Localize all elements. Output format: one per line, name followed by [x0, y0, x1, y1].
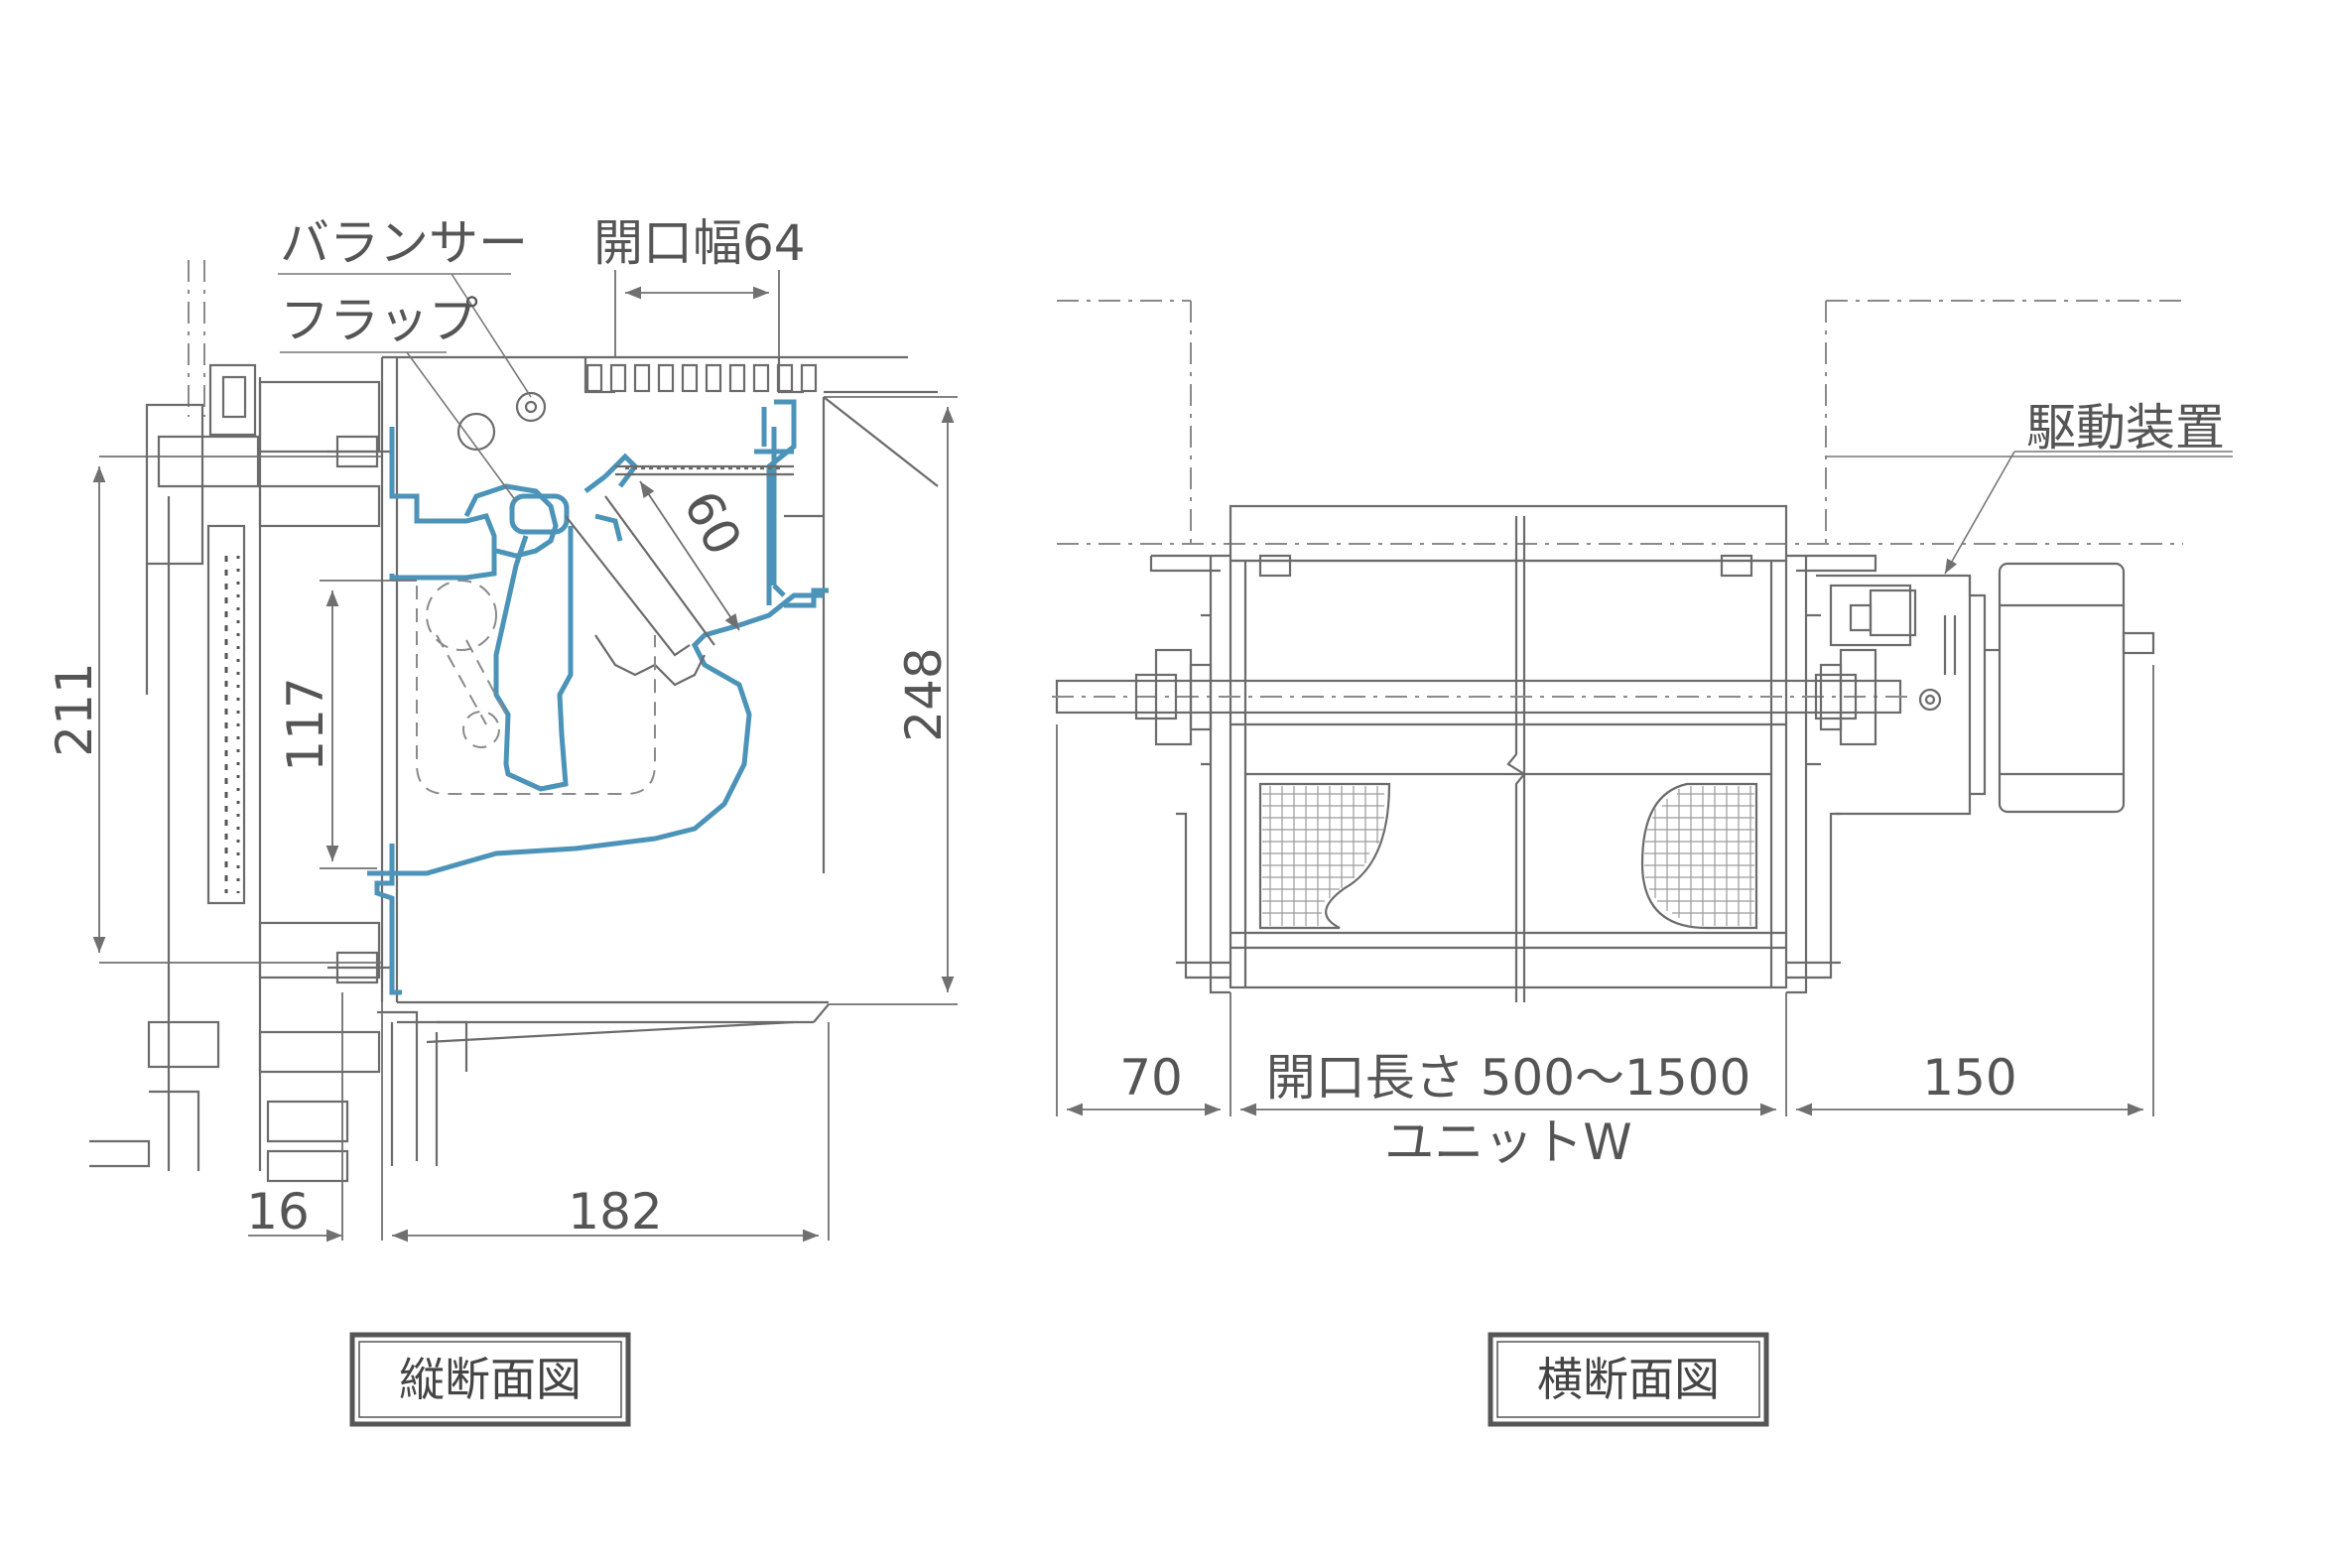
drive-unit-label: 駆動装置 — [2026, 399, 2225, 457]
horizontal-section-title-text: 横断面図 — [1537, 1353, 1720, 1406]
flap-label: フラップ — [280, 292, 478, 349]
leader-lines-left — [278, 273, 532, 502]
opening-outline — [1057, 300, 2233, 545]
flap-swing-path — [416, 580, 656, 795]
flap-profile-blue — [367, 399, 829, 995]
balancer-label: バランサー — [280, 214, 528, 272]
dim-150: 150 — [1922, 1049, 2016, 1107]
mesh-grid-right — [1644, 786, 1754, 926]
dim-70: 70 — [1119, 1049, 1183, 1107]
dim-182: 182 — [568, 1183, 662, 1241]
drive-shaft — [1052, 648, 1915, 746]
unit-body — [1149, 504, 1877, 1002]
vertical-section-title: 縦断面図 — [349, 1332, 631, 1427]
vertical-section-title-text: 縦断面図 — [399, 1353, 582, 1406]
unit-width-label: ユニットW — [1384, 1113, 1631, 1171]
dim-60: 60 — [672, 481, 752, 564]
horizontal-section-title: 横断面図 — [1487, 1332, 1769, 1427]
dimension-lines-left — [92, 270, 958, 1242]
drive-unit — [1816, 562, 2155, 816]
vertical-section-drawing: バランサー フラップ 開口幅64 211 117 248 60 16 182 縦… — [46, 214, 958, 1427]
opening-width-label: 開口幅64 — [593, 214, 806, 272]
dim-211: 211 — [46, 662, 103, 756]
window-sash-structure — [89, 260, 468, 1183]
opening-length-label: 開口長さ 500～1500 — [1266, 1049, 1751, 1107]
dim-248: 248 — [895, 647, 953, 741]
dim-16: 16 — [246, 1183, 310, 1241]
fixing-bolts — [327, 435, 392, 984]
leader-line-drive — [1944, 451, 2233, 575]
mesh-grid-left — [1262, 786, 1384, 926]
damper-housing — [380, 355, 939, 1044]
grille-fins — [585, 363, 818, 393]
top-grille — [583, 357, 818, 394]
dim-117: 117 — [277, 677, 334, 771]
horizontal-section-drawing: 駆動装置 70 開口長さ 500～1500 150 ユニットW 横断面図 — [1052, 300, 2233, 1427]
mesh-panels — [1258, 782, 1758, 930]
dimension-lines-right — [1056, 665, 2154, 1116]
